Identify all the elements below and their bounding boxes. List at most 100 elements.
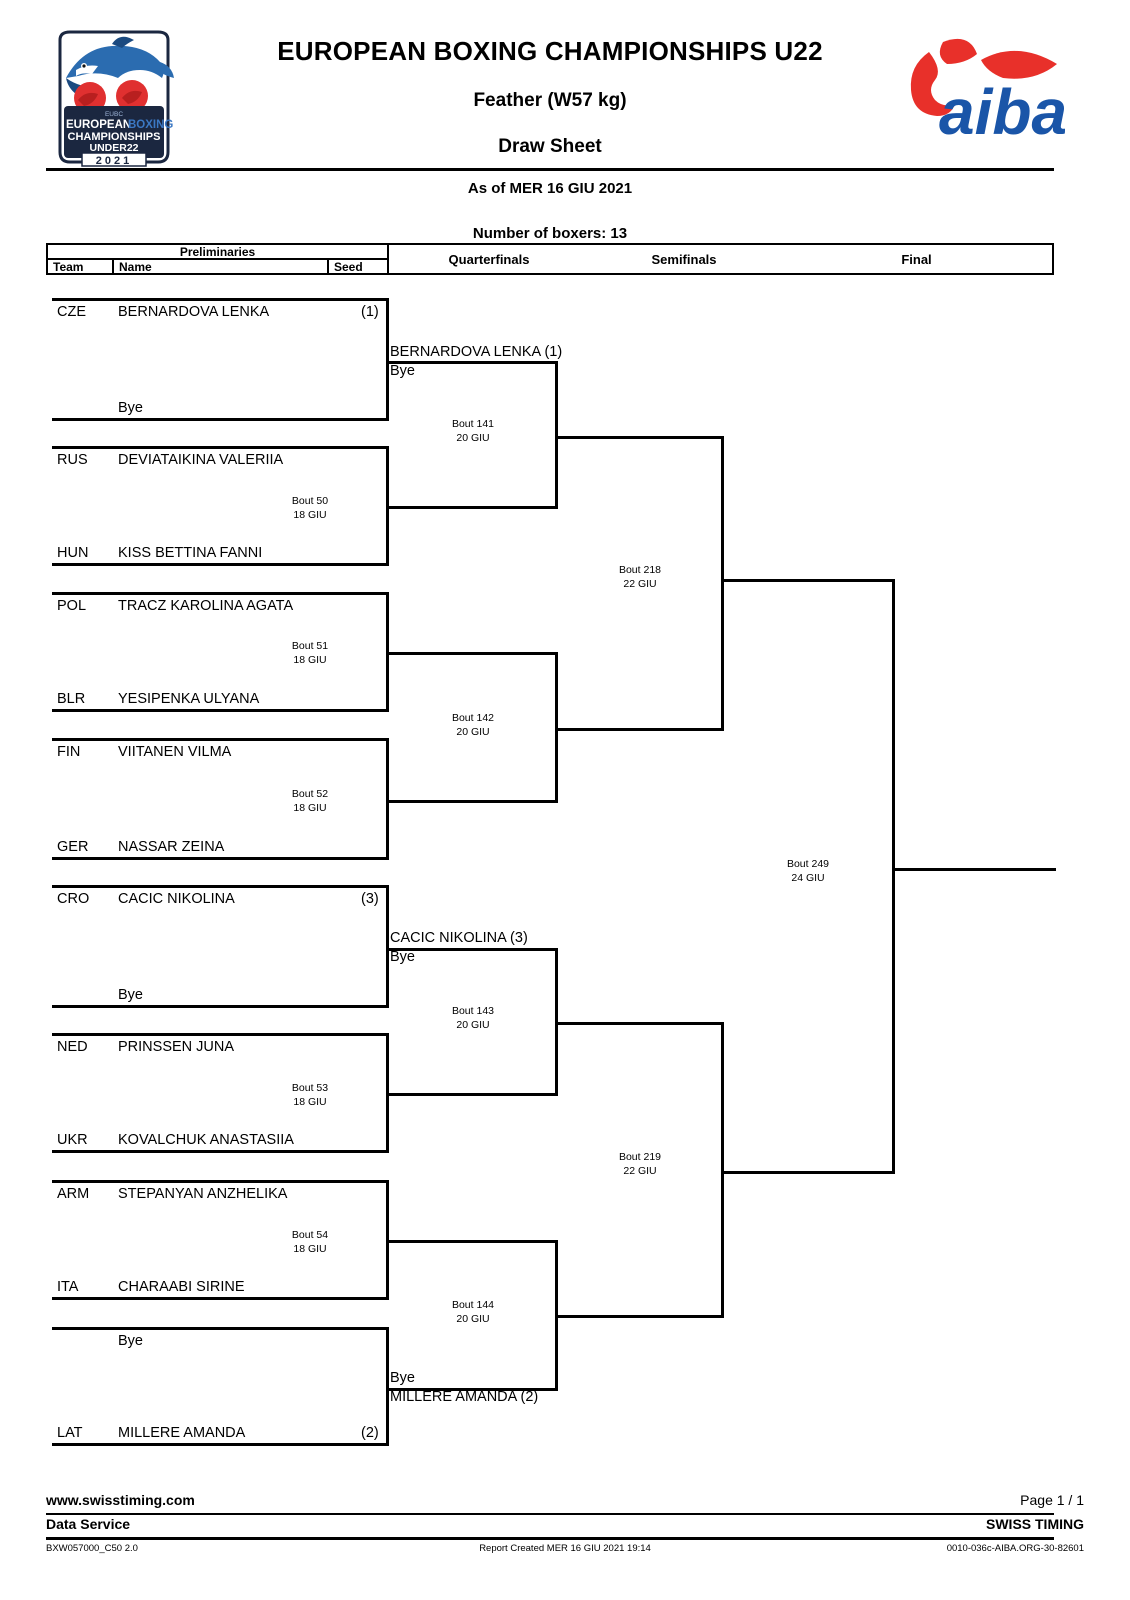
qf1-connector (555, 361, 558, 509)
qf3-bottom-name: Bye (390, 949, 415, 965)
prelim-name-16: MILLERE AMANDA (118, 1425, 246, 1441)
bout-number: Bout 143 (451, 1005, 495, 1017)
qf-bout-label-143: Bout 143 20 GIU (413, 1004, 533, 1032)
col-team: Team (48, 260, 114, 275)
prelim-line-3 (52, 446, 389, 449)
sf1-connector (721, 436, 724, 731)
bout-date: 20 GIU (456, 432, 490, 444)
bout-date: 18 GIU (293, 509, 327, 521)
prelim-team-6: BLR (57, 691, 86, 707)
prelim-name-8: NASSAR ZEINA (118, 839, 225, 855)
bout-date: 22 GIU (623, 578, 657, 590)
prelim-name-9: CACIC NIKOLINA (118, 891, 235, 907)
qf4-bottom-line (386, 1388, 558, 1391)
column-header-bar: Preliminaries Team Name Seed Quarterfina… (46, 243, 1054, 275)
prelim-name-7: VIITANEN VILMA (118, 744, 232, 760)
prelim-connector-8 (386, 1327, 389, 1446)
logo-european-text: EUROPEAN (66, 119, 131, 131)
prelim-team-5: POL (57, 598, 87, 614)
prelim-connector-1 (386, 298, 389, 421)
eubc-championship-logo: EUBC EUROPEAN BOXING CHAMPIONSHIPS UNDER… (48, 26, 180, 168)
sf-bout-label-219: Bout 219 22 GIU (580, 1150, 700, 1178)
logo-eubc-text: EUBC (105, 111, 123, 118)
qf-bout-label-141: Bout 141 20 GIU (413, 417, 533, 445)
bout-date: 20 GIU (456, 726, 490, 738)
prelim-bout-label-50: Bout 50 18 GIU (255, 494, 365, 522)
document-type: Draw Sheet (498, 136, 602, 157)
prelim-line-1 (52, 298, 389, 301)
page-title: EUROPEAN BOXING CHAMPIONSHIPS U22 (277, 36, 823, 66)
qf1-top-line (386, 361, 558, 364)
footer-divider-bottom (46, 1537, 1054, 1540)
bout-number: Bout 249 (786, 858, 830, 870)
prelim-team-14: ITA (57, 1279, 79, 1295)
prelim-team-3: RUS (57, 452, 88, 468)
bout-date: 18 GIU (293, 654, 327, 666)
col-quarterfinals: Quarterfinals (448, 252, 530, 267)
prelim-name-12: KOVALCHUK ANASTASIIA (118, 1132, 294, 1148)
footer-divider-top (46, 1513, 1054, 1515)
sf1-top-line (555, 436, 724, 439)
prelim-line-16 (52, 1443, 389, 1446)
aiba-logo: aiba (885, 30, 1067, 155)
bout-number: Bout 141 (451, 418, 495, 430)
bout-date: 24 GIU (791, 872, 825, 884)
qf-bout-label-142: Bout 142 20 GIU (413, 711, 533, 739)
boxer-count: Number of boxers: 13 (472, 225, 628, 242)
prelim-bout-label-52: Bout 52 18 GIU (255, 787, 365, 815)
qf1-bottom-name: Bye (390, 363, 415, 379)
prelim-team-7: FIN (57, 744, 81, 760)
bout-date: 20 GIU (456, 1313, 490, 1325)
prelim-connector-5 (386, 885, 389, 1008)
prelim-team-12: UKR (57, 1132, 88, 1148)
prelim-name-11: PRINSSEN JUNA (118, 1039, 235, 1055)
prelim-line-14 (52, 1297, 389, 1300)
prelim-name-1: BERNARDOVA LENKA (118, 304, 270, 320)
prelim-name-6: YESIPENKA ULYANA (118, 691, 260, 707)
prelim-line-4 (52, 563, 389, 566)
prelim-name-13: STEPANYAN ANZHELIKA (118, 1186, 288, 1202)
prelim-team-16: LAT (57, 1425, 83, 1441)
bout-number: Bout 219 (618, 1151, 662, 1163)
page-number: Page 1 / 1 (1020, 1492, 1084, 1508)
prelim-name-5: TRACZ KAROLINA AGATA (118, 598, 294, 614)
bout-number: Bout 51 (291, 640, 329, 652)
qf2-connector (555, 652, 558, 803)
prelim-line-2 (52, 418, 389, 421)
qf2-top-line (386, 652, 558, 655)
prelim-connector-4 (386, 738, 389, 860)
qf1-bottom-line (386, 506, 558, 509)
bout-number: Bout 50 (291, 495, 329, 507)
bout-number: Bout 142 (451, 712, 495, 724)
document-id: 0010-036c-AIBA.ORG-30-82601 (946, 1543, 1084, 1554)
prelim-team-11: NED (57, 1039, 88, 1055)
prelim-line-12 (52, 1150, 389, 1153)
bout-date: 18 GIU (293, 802, 327, 814)
bout-number: Bout 54 (291, 1229, 329, 1241)
final-bottom-line (721, 1171, 895, 1174)
prelim-line-6 (52, 709, 389, 712)
prelim-team-13: ARM (57, 1186, 90, 1202)
col-seed: Seed (329, 260, 389, 275)
prelim-line-5 (52, 592, 389, 595)
prelim-line-13 (52, 1180, 389, 1183)
logo-under22-text: UNDER22 (89, 142, 138, 154)
prelim-bout-label-53: Bout 53 18 GIU (255, 1081, 365, 1109)
prelim-seed-16: (2) (361, 1425, 379, 1441)
qf3-top-name: CACIC NIKOLINA (3) (390, 930, 528, 946)
col-preliminaries: Preliminaries (48, 245, 389, 260)
bout-number: Bout 52 (291, 788, 329, 800)
swisstiming-website-link[interactable]: www.swisstiming.com (46, 1492, 195, 1508)
prelim-name-10: Bye (118, 987, 143, 1003)
prelim-line-9 (52, 885, 389, 888)
col-semifinals: Semifinals (651, 252, 717, 267)
prelim-name-15: Bye (118, 1333, 143, 1349)
prelim-bout-label-54: Bout 54 18 GIU (255, 1228, 365, 1256)
prelim-name-3: DEVIATAIKINA VALERIIA (118, 452, 284, 468)
prelim-name-4: KISS BETTINA FANNI (118, 545, 263, 561)
sf2-bottom-line (555, 1315, 724, 1318)
sf2-top-line (555, 1022, 724, 1025)
bout-date: 18 GIU (293, 1096, 327, 1108)
sf1-bottom-line (555, 728, 724, 731)
